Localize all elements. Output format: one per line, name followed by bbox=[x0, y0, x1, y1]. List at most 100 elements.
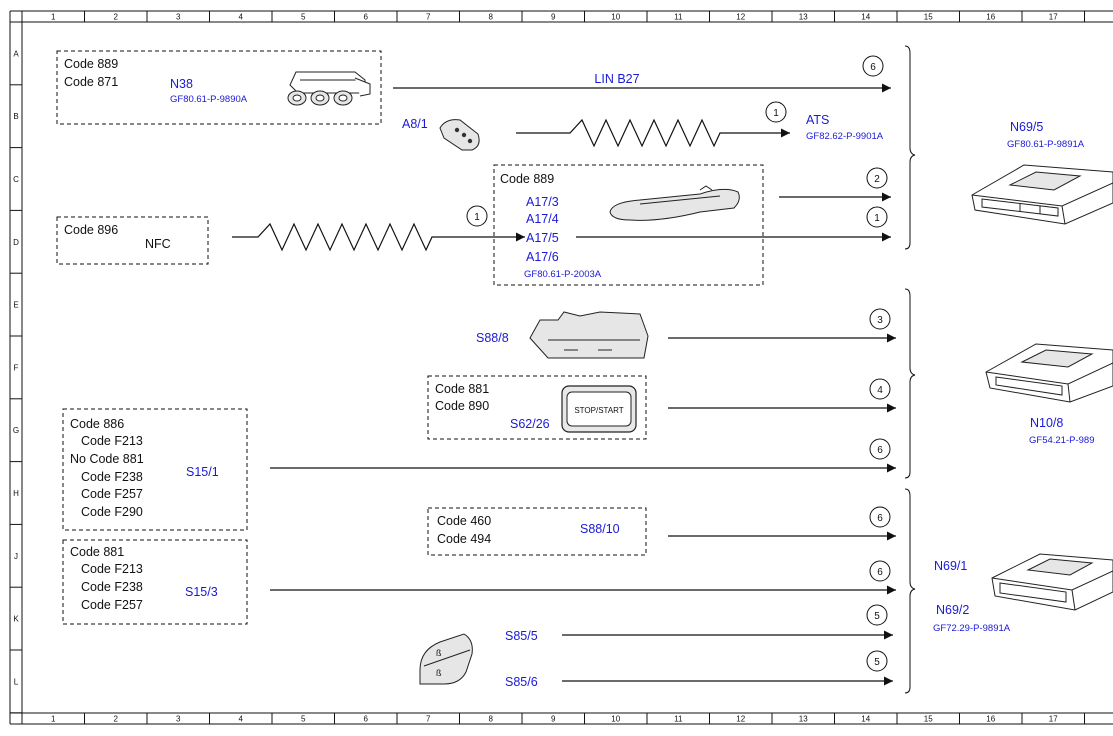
column-label: 6 bbox=[364, 715, 369, 724]
column-label: 15 bbox=[924, 715, 933, 724]
nfc-radio-arrow bbox=[232, 222, 525, 252]
column-label: 12 bbox=[736, 715, 745, 724]
circle-e4 bbox=[869, 378, 891, 400]
s15-3-dashed-box bbox=[62, 539, 248, 625]
column-label: 11 bbox=[674, 715, 683, 724]
column-label: 2 bbox=[114, 13, 119, 22]
stop-start-button-icon: STOP/START bbox=[561, 385, 637, 433]
control-unit-n10-8-icon bbox=[985, 343, 1113, 403]
nfc-dashed-box bbox=[56, 216, 209, 265]
door-handle-block: Code 889 A17/3 A17/4 A17/5 A17/6 GF80.61… bbox=[493, 164, 764, 286]
door-handle-icon bbox=[609, 185, 740, 221]
n38-connector-icon bbox=[287, 71, 371, 106]
column-label: 4 bbox=[239, 715, 244, 724]
circle-nfc bbox=[466, 205, 488, 227]
s15-1-line-3: No Code 881 bbox=[70, 452, 144, 466]
n38-ref: GF80.61-P-9890A bbox=[170, 94, 248, 105]
circle-c1 bbox=[866, 206, 888, 228]
row-label: K bbox=[13, 615, 19, 624]
column-label: 1 bbox=[51, 715, 56, 724]
row-label: L bbox=[14, 677, 19, 686]
s15-3-line-2: Code F213 bbox=[81, 562, 143, 576]
column-label: 16 bbox=[986, 715, 995, 724]
s85-6-label: S85/6 bbox=[505, 675, 538, 689]
s88-8-switch-icon bbox=[529, 311, 649, 359]
circle-k5 bbox=[866, 604, 888, 626]
row-label: D bbox=[13, 238, 19, 247]
n10-8-ref: GF54.21-P-989 bbox=[1029, 435, 1094, 446]
row-label: J bbox=[14, 552, 18, 561]
circle-e4-number: 4 bbox=[877, 385, 883, 396]
control-unit-n69-1-icon bbox=[991, 553, 1113, 611]
circle-lin bbox=[862, 55, 884, 77]
column-label: 15 bbox=[924, 13, 933, 22]
circle-ats bbox=[765, 101, 787, 123]
s15-3-block: Code 881 Code F213 Code F238 Code F257 S… bbox=[62, 539, 248, 625]
car-key-icon bbox=[439, 119, 480, 151]
s85-5-label: S85/5 bbox=[505, 629, 538, 643]
column-label: 7 bbox=[426, 715, 431, 724]
ats-ref: GF82.62-P-9901A bbox=[806, 131, 884, 142]
column-label: 9 bbox=[551, 715, 556, 724]
column-label: 4 bbox=[239, 13, 244, 22]
circle-h6-number: 6 bbox=[877, 513, 883, 524]
s62-block: Code 881 Code 890 S62/26 STOP/START bbox=[427, 375, 647, 440]
s15-1-line-2: Code F213 bbox=[81, 434, 143, 448]
n69-5-ref: GF80.61-P-9891A bbox=[1007, 139, 1085, 150]
ats-label: ATS bbox=[806, 113, 829, 127]
s88-10-block: Code 460 Code 494 S88/10 bbox=[427, 507, 647, 556]
n38-block: Code 889 Code 871 N38 GF80.61-P-9890A bbox=[56, 50, 382, 125]
svg-text:ß: ß bbox=[436, 668, 442, 678]
n38-code-1: Code 889 bbox=[64, 57, 118, 71]
s15-3-line-3: Code F238 bbox=[81, 580, 143, 594]
door-handle-id-3: A17/5 bbox=[526, 231, 559, 245]
s88-10-id: S88/10 bbox=[580, 522, 620, 536]
column-label: 5 bbox=[301, 715, 306, 724]
n38-dashed-box bbox=[56, 50, 382, 125]
row-label: E bbox=[13, 301, 18, 310]
circle-j6 bbox=[869, 560, 891, 582]
row-label: B bbox=[13, 112, 18, 121]
s88-10-code-2: Code 494 bbox=[437, 532, 491, 546]
column-label: 17 bbox=[1049, 13, 1058, 22]
column-label: 3 bbox=[176, 13, 181, 22]
circle-j6-number: 6 bbox=[877, 567, 883, 578]
s88-10-dashed-box bbox=[427, 507, 647, 556]
column-label: 9 bbox=[551, 13, 556, 22]
grid-frame bbox=[9, 10, 1113, 725]
a8-radio-arrow bbox=[516, 118, 790, 148]
a8-label: A8/1 bbox=[402, 117, 428, 131]
circle-e6-number: 6 bbox=[877, 445, 883, 456]
brace-middle bbox=[904, 288, 916, 479]
door-handle-id-1: A17/3 bbox=[526, 195, 559, 209]
column-label: 5 bbox=[301, 13, 306, 22]
n69-1-id: N69/1 bbox=[934, 559, 967, 573]
s88-10-code-1: Code 460 bbox=[437, 514, 491, 528]
door-handle-id-2: A17/4 bbox=[526, 212, 559, 226]
n69-2-ref: GF72.29-P-9891A bbox=[933, 623, 1011, 634]
door-handle-ref: GF80.61-P-2003A bbox=[524, 269, 602, 280]
s15-1-block: Code 886 Code F213 No Code 881 Code F238… bbox=[62, 408, 248, 531]
seat-switch-icon: ß ß bbox=[419, 633, 473, 685]
door-handle-dashed-box bbox=[493, 164, 764, 286]
s15-1-line-1: Code 886 bbox=[70, 417, 124, 431]
circle-c2-number: 2 bbox=[874, 174, 880, 185]
column-label: 13 bbox=[799, 13, 808, 22]
n38-code-2: Code 871 bbox=[64, 75, 118, 89]
s62-code-2: Code 890 bbox=[435, 399, 489, 413]
circle-l5 bbox=[866, 650, 888, 672]
s88-8-label: S88/8 bbox=[476, 331, 509, 345]
s15-1-line-6: Code F290 bbox=[81, 505, 143, 519]
column-label: 14 bbox=[861, 715, 870, 724]
column-label: 10 bbox=[611, 13, 620, 22]
circle-ats-number: 1 bbox=[773, 108, 779, 119]
s15-1-dashed-box bbox=[62, 408, 248, 531]
n69-2-id: N69/2 bbox=[936, 603, 969, 617]
door-handle-id-4: A17/6 bbox=[526, 250, 559, 264]
door-handle-code: Code 889 bbox=[500, 172, 554, 186]
column-label: 7 bbox=[426, 13, 431, 22]
circle-k5-number: 5 bbox=[874, 611, 880, 622]
nfc-label: NFC bbox=[145, 237, 171, 251]
